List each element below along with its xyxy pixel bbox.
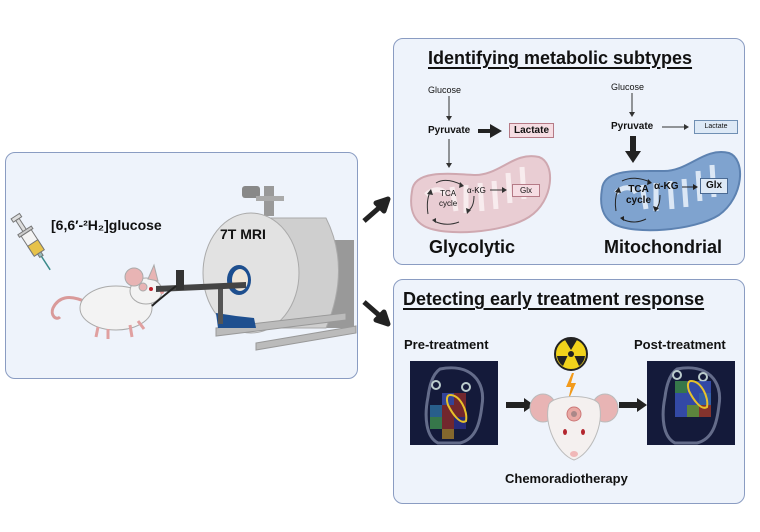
- glyco-glx-box: Glx: [512, 184, 540, 197]
- mri-scanner-illustration: [151, 186, 357, 351]
- mito-akg: α-KG: [654, 181, 679, 192]
- metabolic-subtypes-panel: Identifying metabolic subtypes Glucose P…: [393, 38, 745, 265]
- mito-pathway-arrows: [625, 93, 689, 163]
- mitochondrial-label: Mitochondrial: [604, 237, 722, 257]
- mito-glucose: Glucose: [611, 82, 645, 92]
- mito-tca-line2: cycle: [626, 195, 652, 206]
- treatment-title: Detecting early treatment response: [403, 289, 705, 309]
- mito-tca-arrows: [614, 177, 698, 223]
- glyco-pyruvate: Pyruvate: [428, 125, 471, 136]
- glyco-glucose: Glucose: [428, 85, 462, 95]
- mito-pyruvate: Pyruvate: [611, 121, 654, 132]
- mouse-illustration: [50, 263, 164, 339]
- treated-mouse-illustration: [529, 393, 619, 461]
- glyco-tca-line1: TCA: [440, 189, 457, 198]
- lightning-icon: [566, 373, 576, 401]
- mito-tca: TCA cycle: [626, 184, 651, 206]
- treatment-response-panel: Detecting early treatment response Pre-t…: [393, 279, 745, 504]
- arrow-to-subtypes: [362, 196, 391, 223]
- post-treatment-mri-image: [647, 361, 735, 445]
- glycolytic-label: Glycolytic: [429, 237, 516, 257]
- imaging-setup-panel: [6,6′-²H₂]glucose: [5, 152, 358, 379]
- glyco-tca-line2: cycle: [439, 199, 458, 208]
- pre-treatment-label: Pre-treatment: [404, 337, 489, 352]
- glyco-lactate-box: Lactate: [509, 123, 554, 138]
- arrow-pre-to-treatment: [506, 398, 534, 412]
- glyco-pathway-arrows: [446, 96, 502, 168]
- arrow-treatment-to-post: [619, 398, 647, 412]
- mito-tca-line1: TCA: [628, 184, 649, 195]
- scanner-label: 7T MRI: [220, 226, 266, 242]
- radiation-icon: [554, 337, 588, 371]
- pre-treatment-mri-image: [410, 361, 498, 445]
- glyco-tca-arrows: [426, 179, 507, 225]
- glyco-tca: TCA cycle: [439, 189, 457, 209]
- syringe-icon: [10, 212, 51, 271]
- mito-lactate-box: Lactate: [694, 120, 738, 134]
- glyco-akg: α-KG: [467, 186, 486, 195]
- post-treatment-label: Post-treatment: [634, 337, 726, 352]
- tracer-label: [6,6′-²H₂]glucose: [51, 217, 162, 233]
- glycolytic-mitochondrion: [410, 155, 552, 234]
- treatment-label: Chemoradiotherapy: [505, 471, 628, 486]
- subtypes-title: Identifying metabolic subtypes: [428, 48, 693, 68]
- mito-glx-box: Glx: [700, 178, 728, 194]
- mitochondrial-mitochondrion: [600, 151, 742, 232]
- arrow-to-treatment: [362, 300, 391, 327]
